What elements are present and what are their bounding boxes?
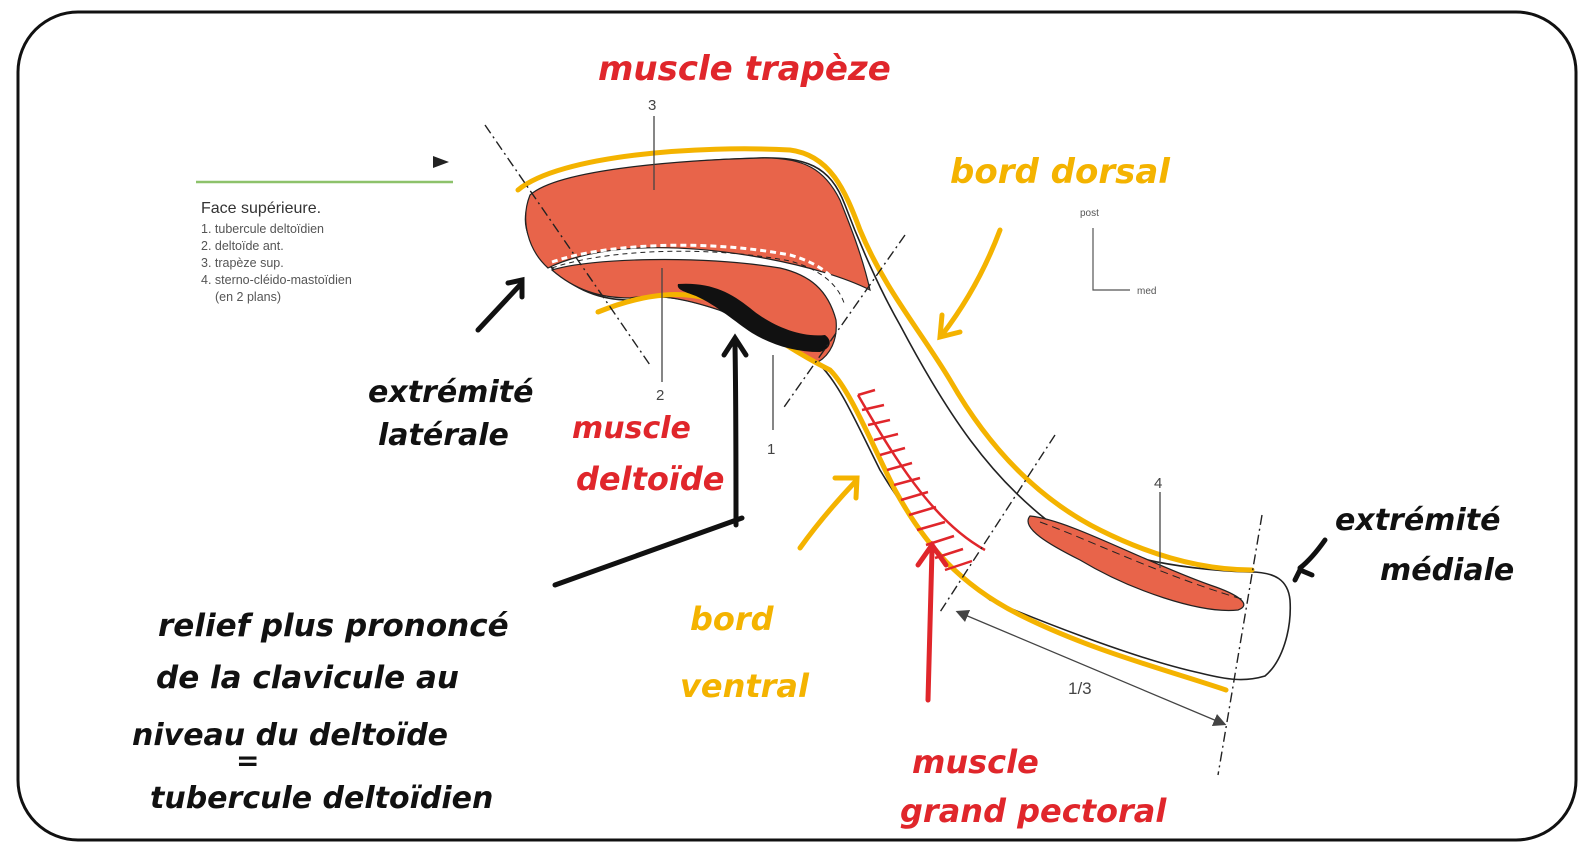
annotation-equals: = xyxy=(236,744,259,777)
deltoid-muscle xyxy=(550,258,837,363)
sternocleidomastoid-muscle xyxy=(1027,515,1245,612)
label-one-third: 1/3 xyxy=(1068,679,1092,698)
number-3: 3 xyxy=(648,97,656,114)
trapezius-muscle xyxy=(525,157,871,292)
legend-item: 1. tubercule deltoïdien xyxy=(201,222,325,236)
annotation-extremite-laterale-2: latérale xyxy=(378,418,509,453)
annotation-bord-ventral-1: bord xyxy=(690,600,775,638)
annotation-bord-dorsal: bord dorsal xyxy=(950,152,1171,192)
annotation-muscle-trapeze: muscle trapèze xyxy=(598,49,891,89)
legend-heading: Face supérieure. xyxy=(201,200,322,217)
annotation-relief-3: niveau du deltoïde xyxy=(132,718,448,753)
annotation-grand-pectoral-1: muscle xyxy=(912,743,1039,781)
annotation-relief-2: de la clavicule au xyxy=(156,660,459,696)
annotation-extremite-laterale-1: extrémité xyxy=(368,375,533,410)
frame-border xyxy=(16,10,1578,842)
muscle-separation-dash xyxy=(551,243,847,301)
legend: Face supérieure. 1. tubercule deltoïdien… xyxy=(201,200,352,306)
legend-triangle-icon xyxy=(433,156,449,168)
dorsal-border-highlight xyxy=(515,146,1255,573)
number-1: 1 xyxy=(767,441,775,458)
annotation-grand-pectoral-2: grand pectoral xyxy=(900,792,1167,830)
red-arrow xyxy=(915,540,949,703)
legend-item: 3. trapèze sup. xyxy=(201,256,284,270)
deltoid-tubercle-mark xyxy=(677,283,830,352)
label-med: med xyxy=(1137,286,1156,297)
yellow-arrows xyxy=(797,227,1003,551)
annotation-bord-ventral-2: ventral xyxy=(680,667,810,705)
ink-arrows xyxy=(475,276,1328,588)
annotation-muscle-deltoide-1: muscle xyxy=(572,411,691,446)
number-2: 2 xyxy=(656,387,664,404)
axis-lines xyxy=(484,124,1263,776)
annotation-extremite-mediale-2: médiale xyxy=(1380,553,1514,588)
annotation-tubercule-deltoidien: tubercule deltoïdien xyxy=(150,781,493,816)
legend-item: 4. sterno-cléido-mastoïdien xyxy=(201,273,352,287)
legend-item: 2. deltoïde ant. xyxy=(201,239,284,253)
pectoral-hatching xyxy=(856,388,986,572)
annotation-muscle-deltoide-2: deltoïde xyxy=(576,460,724,498)
legend-item: (en 2 plans) xyxy=(215,290,282,304)
number-4: 4 xyxy=(1154,475,1162,492)
label-post: post xyxy=(1080,208,1099,219)
annotation-relief-1: relief plus prononcé xyxy=(158,608,509,644)
leader-lines xyxy=(653,116,1161,568)
annotation-extremite-mediale-1: extrémité xyxy=(1335,503,1500,538)
orientation-axes xyxy=(1092,228,1130,291)
one-third-dimension-arrow xyxy=(955,610,1227,726)
